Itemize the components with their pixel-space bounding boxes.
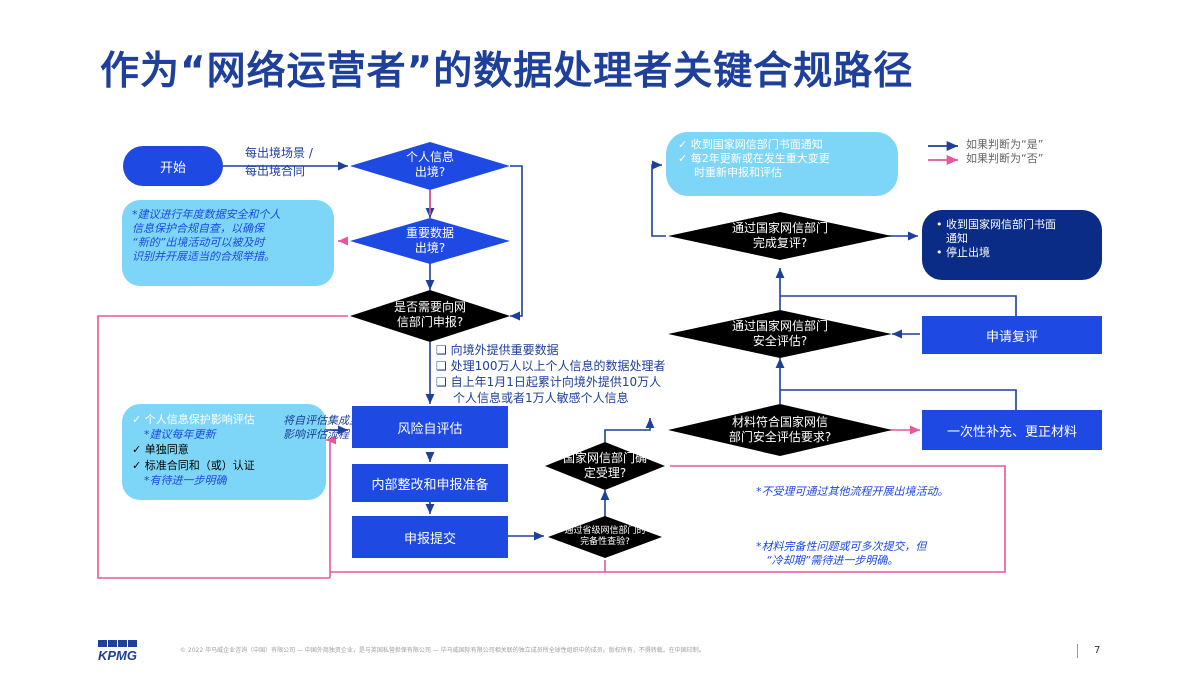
risk-self-assessment: 风险自评估 <box>352 406 508 448</box>
important-data-decision: 重要数据 出境? <box>380 226 480 256</box>
page-title: 作为“网络运营者”的数据处理者关键合规路径 <box>100 49 914 94</box>
success-bubble: ✓ 收到国家网信部门书面通知 ✓ 每2年更新或在发生重大变更 时重新申报和评估 <box>666 132 898 196</box>
report-conditions-list: ❏ 向境外提供重要数据 ❏ 处理100万人以上个人信息的数据处理者 ❏ 自上年1… <box>436 342 665 406</box>
legend-no: 如果判断为“否” <box>966 152 1044 165</box>
province-line2: 完备性查验? <box>580 537 630 547</box>
cooling-off-note: *材料完备性问题或可多次提交，但 “冷却期”需待进一步明确。 <box>756 540 927 567</box>
review-line2: 完成复评? <box>752 236 808 250</box>
start-scenario-label: 每出境场景 / <box>245 146 313 160</box>
province-check-decision: 通过省级网信部门的 完备性查验? <box>560 526 650 548</box>
success-item: ✓ 收到国家网信部门书面通知 <box>678 138 823 151</box>
advice-bubble: *建议进行年度数据安全和个人 信息保护合规自查，以确保 “新的”出境活动可以被及… <box>122 200 334 286</box>
stop-item: 通知 <box>946 232 968 245</box>
advice-line: *建议进行年度数据安全和个人 <box>132 208 281 221</box>
advice-line: “新的”出境活动可以被及时 <box>132 236 265 249</box>
internal-label: 内部整改和申报准备 <box>371 477 489 493</box>
supplement-label: 一次性补充、更正材料 <box>946 424 1077 440</box>
important-data-line1: 重要数据 <box>405 226 454 240</box>
province-line1: 通过省级网信部门的 <box>564 526 646 536</box>
start-label: 开始 <box>159 160 186 176</box>
review-line1: 通过国家网信部门 <box>731 221 828 235</box>
review-decision: 通过国家网信部门 完成复评? <box>710 221 850 251</box>
apply-review: 申请复评 <box>922 316 1102 354</box>
success-item: ✓ 每2年更新或在发生重大变更 <box>678 152 830 165</box>
alt-note: *建议每年更新 <box>144 428 216 441</box>
start-node: 开始 <box>123 146 223 186</box>
accept-line2: 定受理? <box>583 466 627 480</box>
alt-item: ✓ 标准合同和（或）认证 <box>132 459 255 472</box>
acceptance-decision: 国家网信部门确 定受理? <box>555 451 655 481</box>
condition-item: ❏ 向境外提供重要数据 <box>436 343 559 357</box>
merge-note: 将自评估集成至 影响评估流程 <box>283 414 360 441</box>
important-data-line2: 出境? <box>414 241 446 255</box>
stop-export-box: • 收到国家网信部门书面 通知 • 停止出境 <box>922 210 1102 280</box>
personal-info-line1: 个人信息 <box>405 150 454 164</box>
material-line2: 部门安全评估要求? <box>728 430 832 444</box>
alt-note: *有待进一步明确 <box>144 474 227 487</box>
submit-label: 申报提交 <box>403 531 456 547</box>
condition-item: ❏ 自上年1月1日起累计向境外提供10万人 <box>436 375 662 389</box>
report-decision: 是否需要向网 信部门申报? <box>375 300 485 330</box>
kpmg-wordmark: KPMG <box>98 648 137 663</box>
risk-label: 风险自评估 <box>397 421 463 437</box>
personal-info-line2: 出境? <box>414 165 446 179</box>
personal-info-decision: 个人信息 出境? <box>380 150 480 180</box>
stop-item: • 收到国家网信部门书面 <box>936 218 1056 231</box>
security-assessment-decision: 通过国家网信部门 安全评估? <box>710 319 850 349</box>
report-line2: 信部门申报? <box>396 315 464 329</box>
advice-line: 识别并开展适当的合规举措。 <box>132 250 275 263</box>
condition-item: 个人信息或者1万人敏感个人信息 <box>453 391 629 405</box>
alt-item: ✓ 单独同意 <box>132 443 189 456</box>
legend-yes: 如果判断为“是” <box>966 138 1044 151</box>
stop-item: • 停止出境 <box>936 246 990 259</box>
accept-line1: 国家网信部门确 <box>562 451 647 465</box>
security-line2: 安全评估? <box>752 334 808 348</box>
internal-rectification: 内部整改和申报准备 <box>352 464 508 502</box>
material-line1: 材料符合国家网信 <box>731 415 828 429</box>
start-contract-label: 每出境合同 <box>245 164 306 178</box>
material-decision: 材料符合国家网信 部门安全评估要求? <box>710 415 850 445</box>
unaccepted-note: *不受理可通过其他流程开展出境活动。 <box>756 485 949 498</box>
kpmg-logo: KPMG <box>98 640 137 663</box>
alternative-path-bubble: ✓ 个人信息保护影响评估 *建议每年更新 ✓ 单独同意 ✓ 标准合同和（或）认证… <box>122 404 326 500</box>
page-number: 7 <box>1094 645 1101 656</box>
footer-copyright: © 2022 毕马威企业咨询（中国）有限公司 — 中国外商独资企业，是与英国私营… <box>180 647 705 654</box>
success-item: 时重新申报和评估 <box>694 166 782 179</box>
submit-application: 申报提交 <box>352 516 508 558</box>
apply-review-label: 申请复评 <box>985 329 1038 345</box>
supplement-materials: 一次性补充、更正材料 <box>922 410 1102 450</box>
footer-divider <box>1077 644 1078 658</box>
alt-item: ✓ 个人信息保护影响评估 <box>132 413 255 426</box>
report-line1: 是否需要向网 <box>393 300 466 314</box>
condition-item: ❏ 处理100万人以上个人信息的数据处理者 <box>436 359 666 373</box>
advice-line: 信息保护合规自查，以确保 <box>132 222 264 235</box>
security-line1: 通过国家网信部门 <box>731 319 828 333</box>
